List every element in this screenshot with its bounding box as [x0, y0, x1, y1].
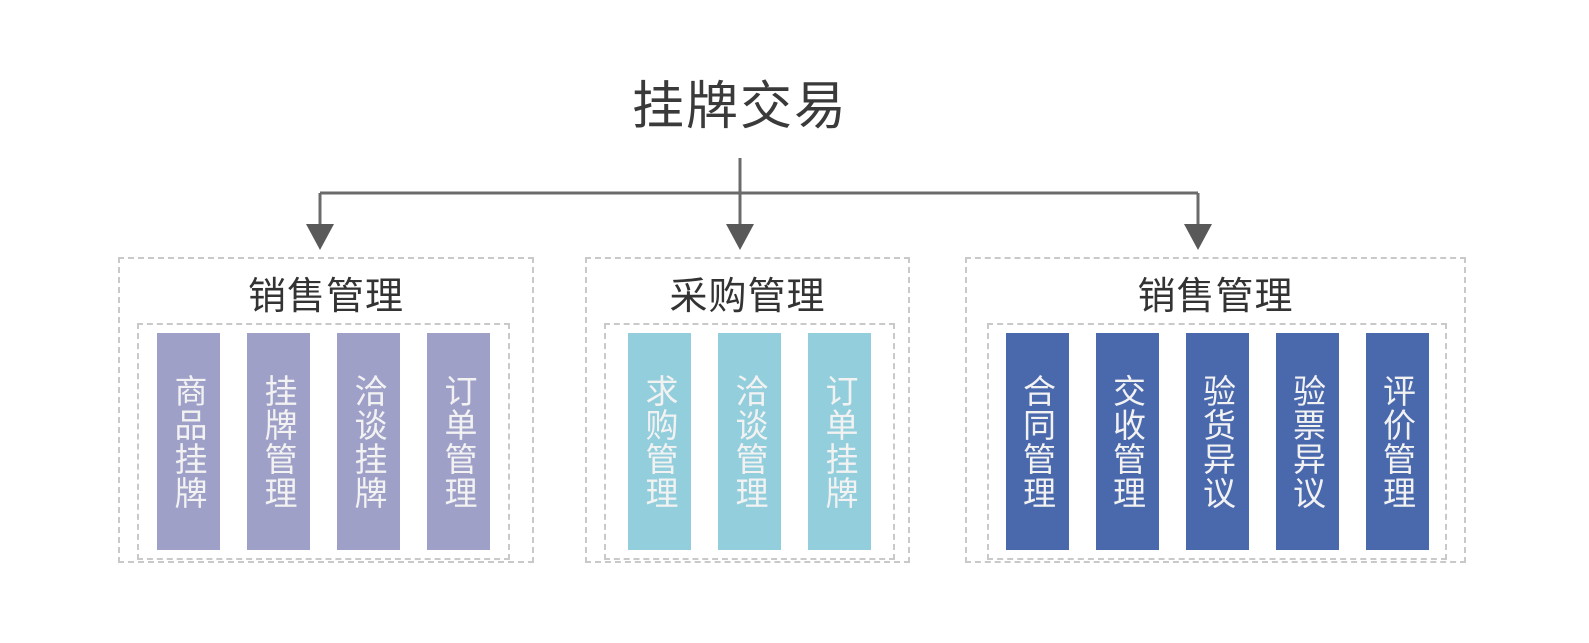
item-label: 求购管理 — [640, 373, 679, 510]
group-sales-management-1[interactable]: 销售管理 商品挂牌 挂牌管理 洽谈挂牌 订单管理 — [118, 257, 534, 563]
item-label: 洽谈管理 — [730, 373, 769, 510]
item-card-yanhuo-yiyi[interactable]: 验货异议 — [1185, 333, 1249, 550]
group-title-2: 采购管理 — [669, 274, 826, 318]
group-procurement-management[interactable]: 采购管理 求购管理 洽谈管理 订单挂牌 — [585, 257, 910, 563]
item-card-guapai-guanli[interactable]: 挂牌管理 — [247, 333, 310, 550]
item-card-yanpiao-yiyi[interactable]: 验票异议 — [1275, 333, 1339, 550]
item-label: 交收管理 — [1107, 373, 1147, 510]
item-card-jiaoshou-guanli[interactable]: 交收管理 — [1095, 333, 1159, 550]
group-3-items-container: 合同管理 交收管理 验货异议 验票异议 评价管理 — [987, 323, 1447, 560]
root-node-title: 挂牌交易 — [631, 77, 848, 137]
group-1-items-container: 商品挂牌 挂牌管理 洽谈挂牌 订单管理 — [137, 323, 510, 560]
item-card-pingjia-guanli[interactable]: 评价管理 — [1365, 333, 1429, 550]
item-card-dingdan-guanli[interactable]: 订单管理 — [427, 333, 490, 550]
arrowhead-left — [306, 224, 334, 250]
item-card-hetong-guanli[interactable]: 合同管理 — [1005, 333, 1069, 550]
item-label: 商品挂牌 — [169, 373, 208, 510]
item-card-qiatan-guanli[interactable]: 洽谈管理 — [718, 333, 781, 550]
item-label: 验货异议 — [1197, 373, 1237, 510]
group-title-3: 销售管理 — [1137, 274, 1294, 318]
item-label: 评价管理 — [1377, 373, 1417, 510]
item-label: 挂牌管理 — [259, 373, 298, 510]
item-card-dingdan-guapai[interactable]: 订单挂牌 — [808, 333, 871, 550]
item-label: 洽谈挂牌 — [349, 373, 388, 510]
item-card-qiugou-guanli[interactable]: 求购管理 — [628, 333, 691, 550]
group-sales-management-2[interactable]: 销售管理 合同管理 交收管理 验货异议 验票异议 评价管理 — [965, 257, 1466, 563]
item-card-shangpin-guapai[interactable]: 商品挂牌 — [157, 333, 220, 550]
arrowhead-right — [1184, 224, 1212, 250]
arrowhead-middle — [726, 224, 754, 250]
item-label: 订单管理 — [439, 373, 478, 510]
group-title-1: 销售管理 — [247, 274, 404, 318]
item-label: 订单挂牌 — [820, 373, 859, 510]
item-card-qiatan-guapai[interactable]: 洽谈挂牌 — [337, 333, 400, 550]
item-label: 合同管理 — [1017, 373, 1057, 510]
group-2-items-container: 求购管理 洽谈管理 订单挂牌 — [604, 323, 895, 560]
item-label: 验票异议 — [1287, 373, 1327, 510]
